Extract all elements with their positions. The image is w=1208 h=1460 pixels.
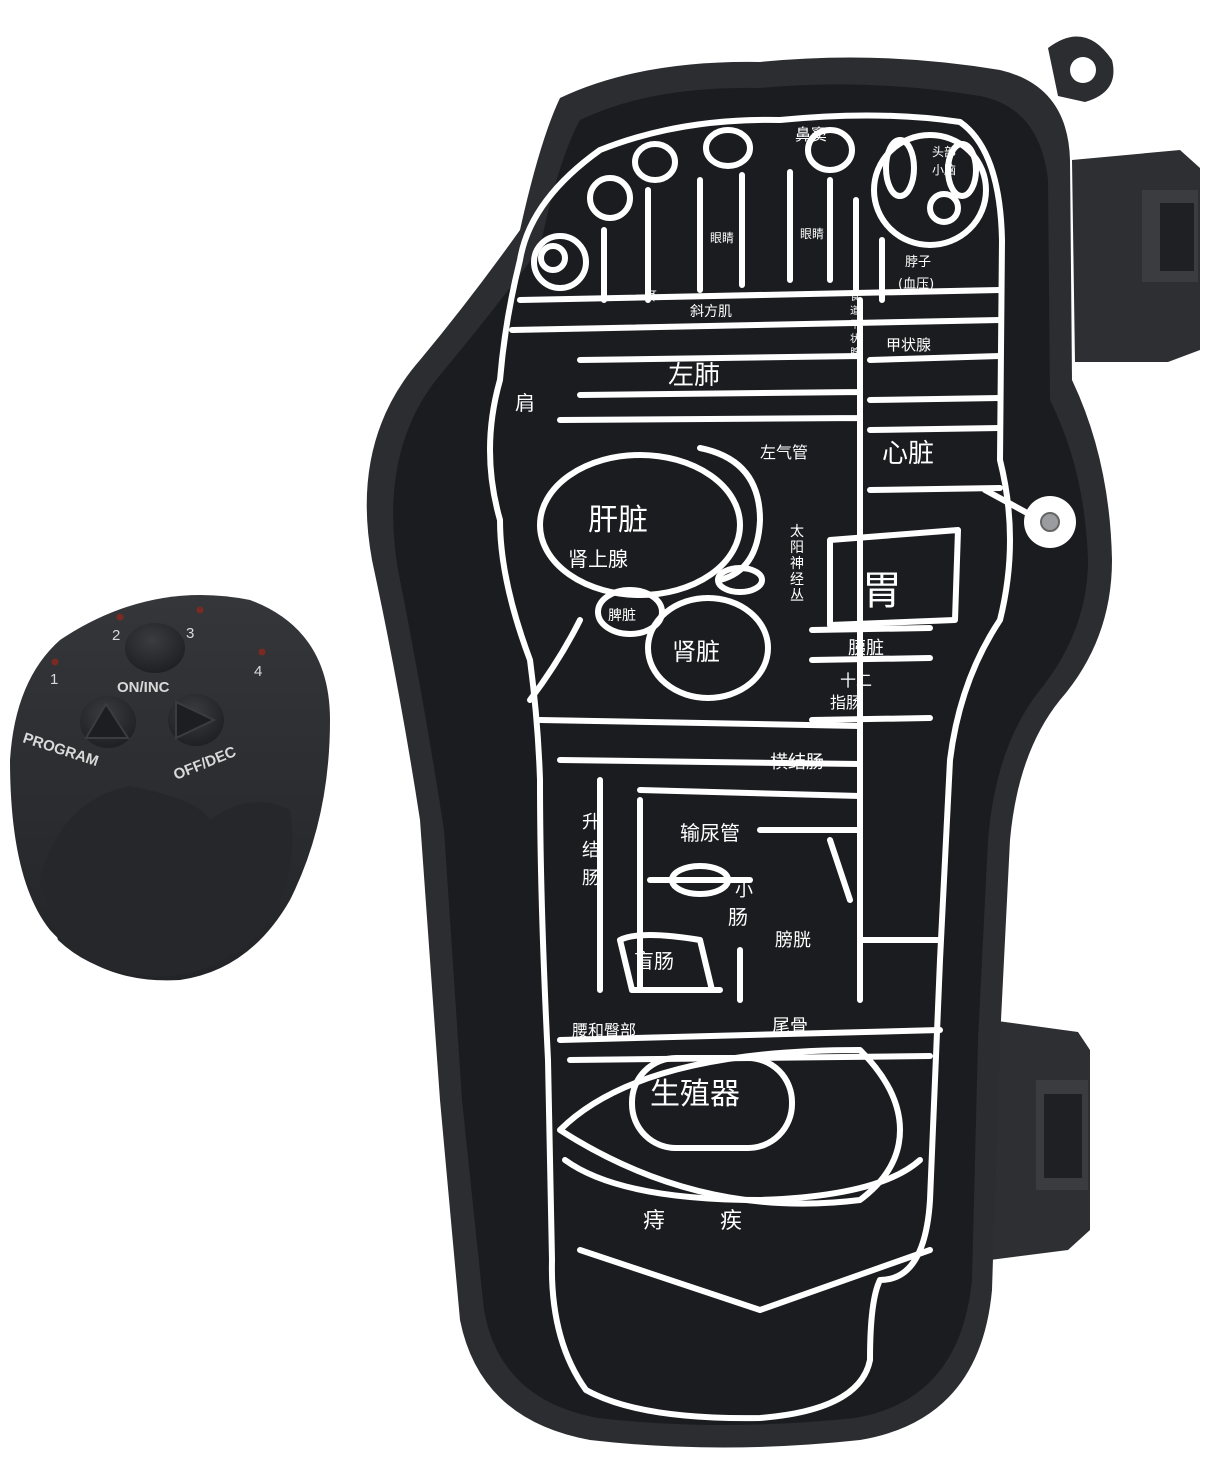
label-solar-3: 神: [790, 556, 804, 572]
label-liver: 肝脏: [588, 503, 648, 538]
channel-label-4: 4: [254, 663, 262, 680]
triangle-icon: [84, 702, 130, 739]
label-lumbar-hip: 腰和臀部: [572, 1021, 636, 1040]
label-esophagus-4: 状: [850, 332, 860, 345]
label-esophagus-3: 甲: [850, 320, 860, 331]
label-solar-1: 太: [790, 524, 804, 540]
label-ascending-1: 升: [582, 812, 600, 833]
label-adrenal: 肾上腺: [568, 547, 628, 571]
label-duodenum-1: 十二: [840, 671, 872, 690]
label-ascending-3: 肠: [582, 868, 600, 889]
label-cecum: 盲肠: [634, 949, 674, 973]
remote-lower-panel: [40, 786, 293, 977]
label-coccyx: 尾骨: [772, 1016, 808, 1037]
label-neck-2: (血压): [898, 277, 934, 292]
label-esophagus-1: 食: [850, 290, 860, 303]
off-dec-button[interactable]: [168, 694, 224, 746]
label-duodenum-2: 指肠: [830, 693, 862, 712]
side-clip-top: [1072, 150, 1200, 362]
label-kidney: 肾脏: [672, 638, 720, 666]
label-stomach: 胃: [862, 568, 902, 614]
label-eye-right: 眼睛: [800, 227, 824, 241]
label-solar-5: 丛: [790, 588, 804, 604]
triangle-icon: [175, 700, 217, 740]
electrode-snap: [1024, 496, 1076, 548]
on-inc-button[interactable]: [125, 623, 185, 673]
reflexology-line-art: [487, 112, 1043, 1422]
label-head-1: 头部: [932, 144, 956, 159]
side-clip-bottom: [990, 1020, 1090, 1260]
led-2: [116, 613, 124, 621]
foot-massage-pad: 鼻窦 头部 小脑 眼睛 眼睛 耳 脖子 (血压) 斜方肌 食 道 甲 状 腺 左…: [366, 36, 1200, 1448]
reflex-zone-labels: 鼻窦 头部 小脑 眼睛 眼睛 耳 脖子 (血压) 斜方肌 食 道 甲 状 腺 左…: [515, 125, 956, 1234]
label-solar-4: 经: [790, 572, 804, 588]
label-ascending-2: 结: [582, 840, 600, 861]
label-trapezius: 斜方肌: [690, 304, 732, 320]
label-shoulder: 肩: [515, 391, 535, 415]
led-1: [51, 658, 59, 666]
label-eye-left: 眼睛: [710, 231, 734, 245]
label-left-bronchus: 左气管: [760, 443, 808, 462]
label-left-lung: 左肺: [668, 361, 720, 391]
label-head-2: 小脑: [932, 163, 956, 177]
label-thyroid: 甲状腺: [886, 336, 931, 354]
channel-label-2: 2: [112, 627, 120, 644]
led-3: [196, 606, 204, 614]
label-esophagus-5: 腺: [850, 346, 860, 359]
label-bladder: 膀胱: [775, 930, 811, 951]
channel-label-3: 3: [186, 625, 194, 642]
label-heart: 心脏: [882, 439, 934, 469]
on-inc-label: ON/INC: [117, 679, 170, 696]
led-4: [258, 648, 266, 656]
label-spleen: 脾脏: [608, 608, 636, 624]
label-ear: 耳: [645, 289, 657, 303]
remote-controller: 1 2 3 4 ON/INC PROGRAM OFF/DEC: [10, 595, 330, 981]
label-solar-2: 阳: [790, 540, 804, 556]
label-hemorrhoid-1: 痔: [643, 1209, 665, 1234]
program-button[interactable]: [80, 696, 136, 748]
label-small-intestine-2: 肠: [728, 905, 748, 929]
channel-label-1: 1: [50, 671, 58, 688]
label-transverse-colon: 横结肠: [770, 752, 824, 773]
hanging-tab: [1048, 36, 1114, 102]
label-esophagus-2: 道: [850, 304, 860, 317]
label-pancreas: 胰脏: [848, 638, 884, 659]
label-genitals: 生殖器: [650, 1077, 740, 1112]
label-ureter: 输尿管: [680, 821, 740, 845]
label-neck-1: 脖子: [905, 254, 931, 270]
channel-leds: [51, 606, 266, 666]
label-hemorrhoid-2: 疾: [720, 1209, 742, 1234]
label-small-intestine-1: 小: [735, 880, 753, 901]
label-sinus: 鼻窦: [795, 125, 827, 144]
